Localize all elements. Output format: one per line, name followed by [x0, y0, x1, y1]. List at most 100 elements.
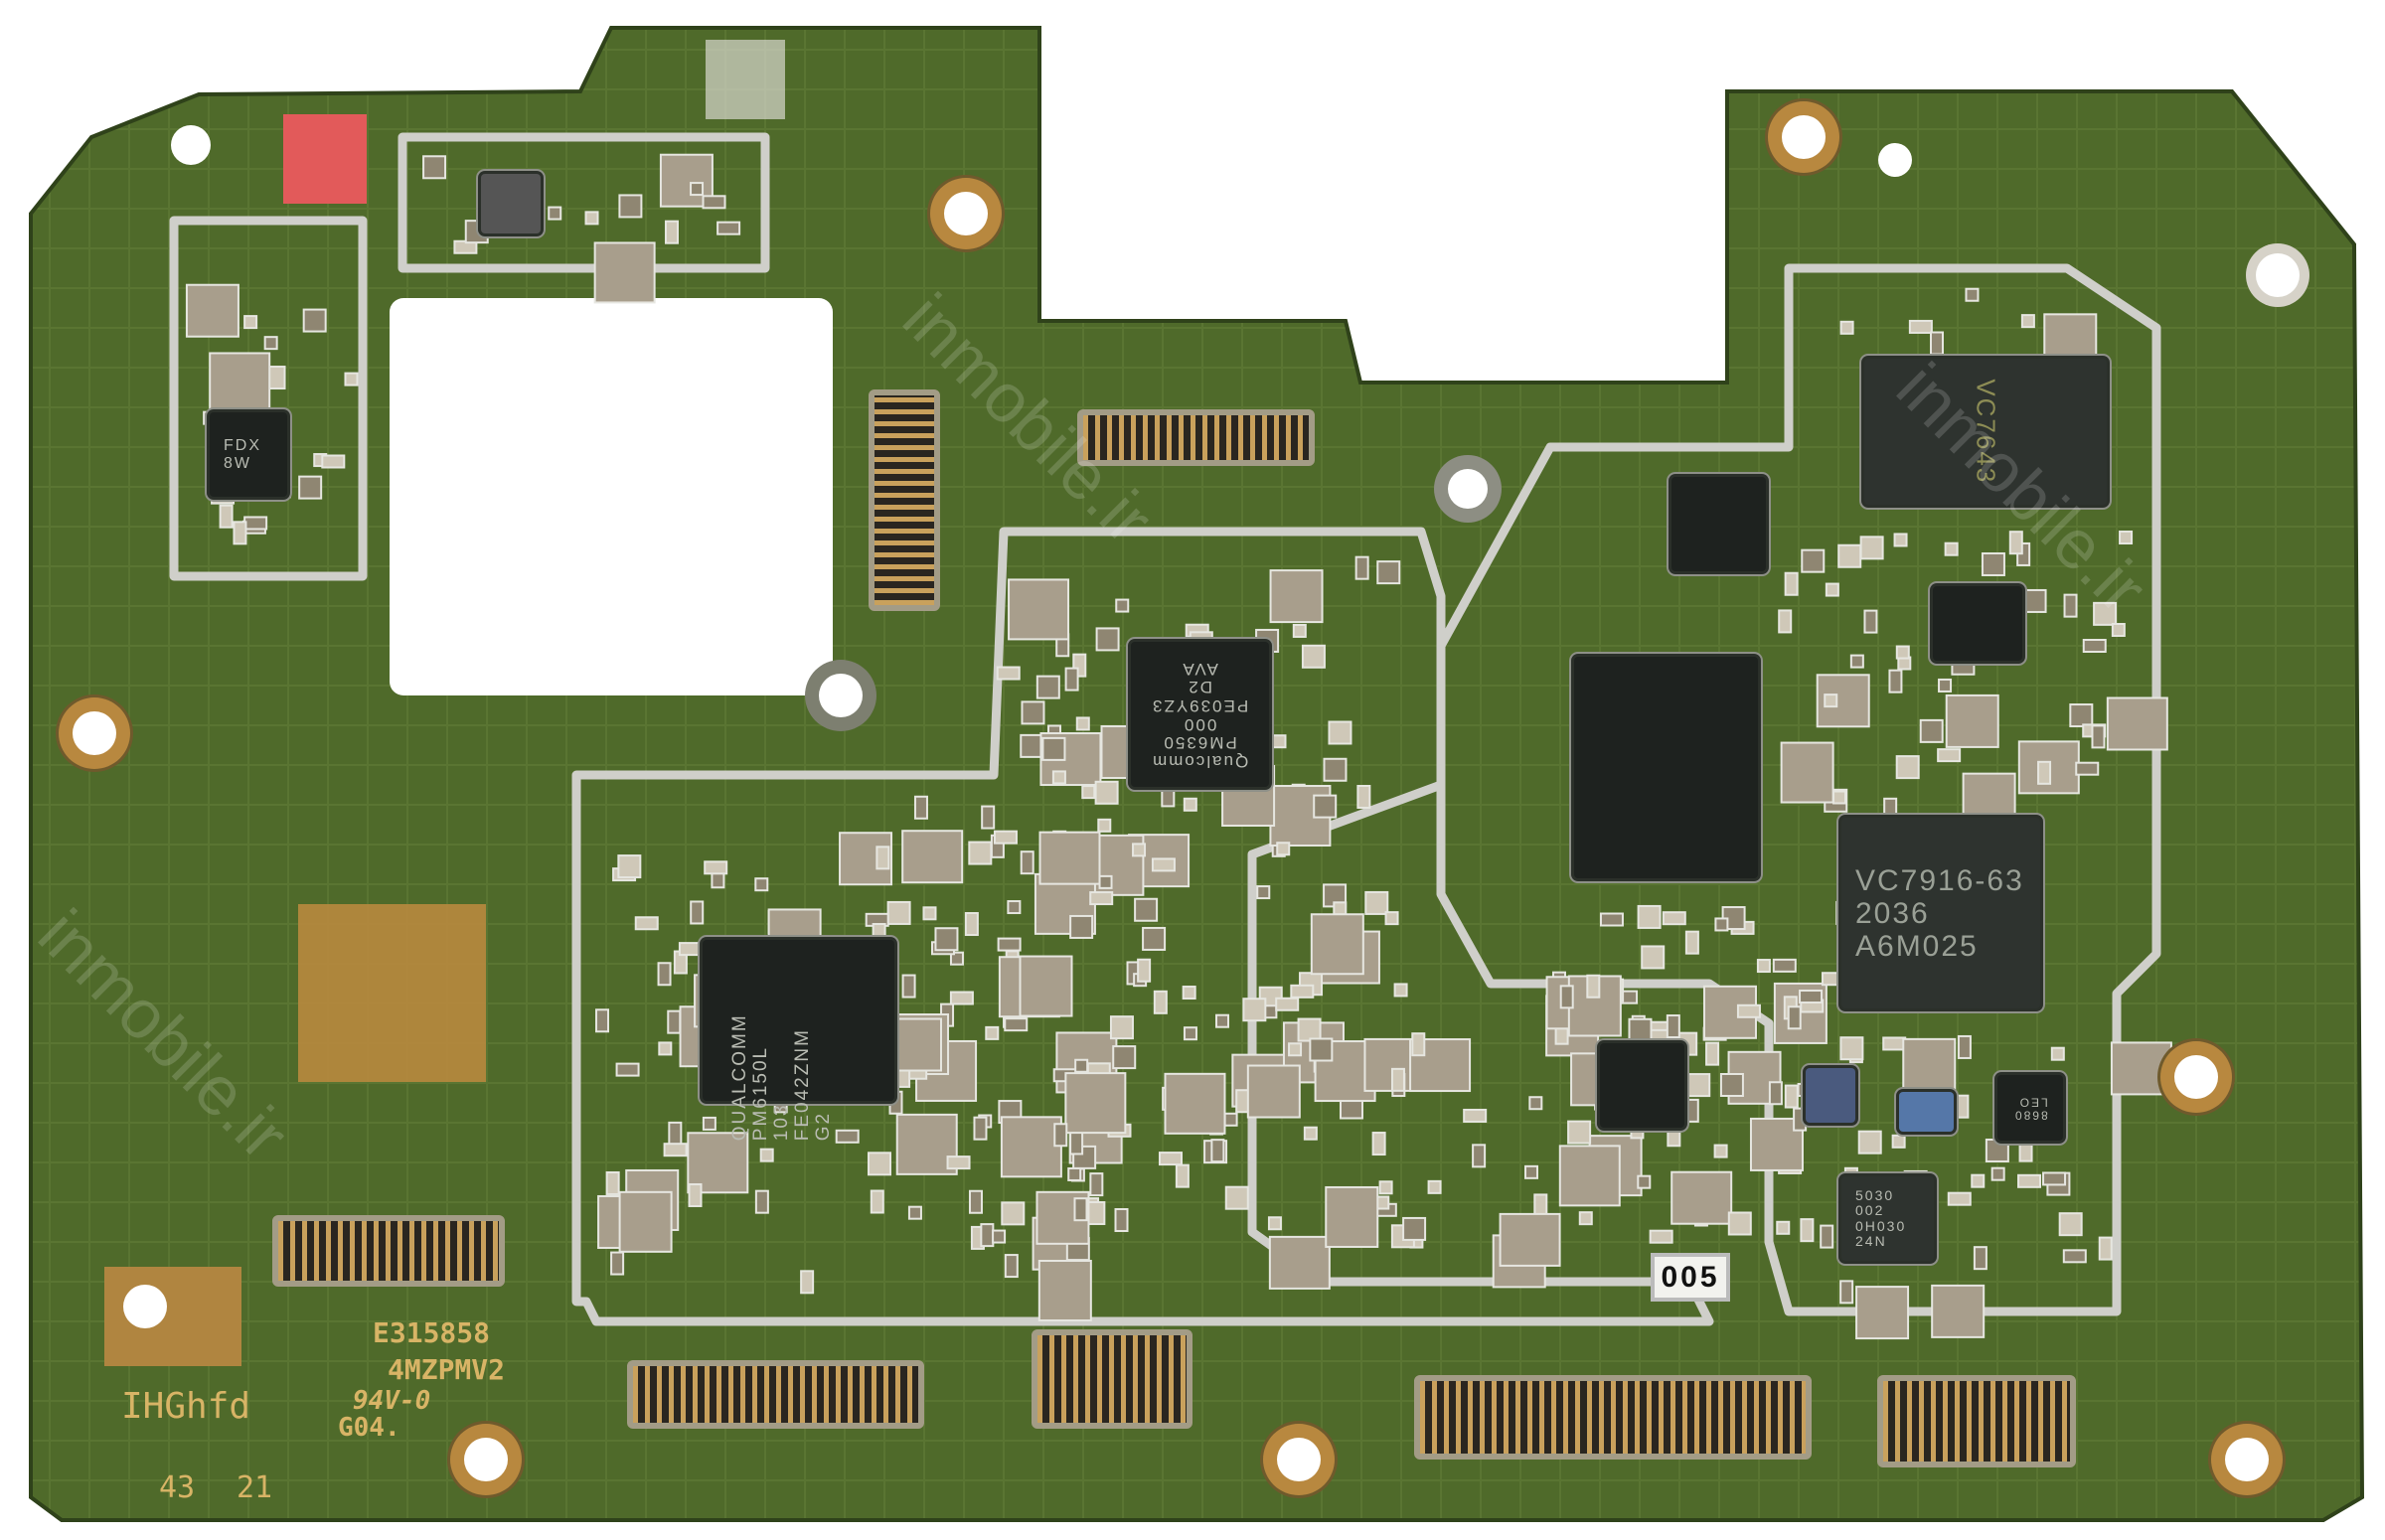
smd-component [1971, 1173, 1986, 1188]
smd-component [1269, 569, 1324, 624]
smd-component [1325, 1185, 1379, 1248]
mounting-hole [1448, 469, 1488, 509]
board-connector [869, 389, 940, 611]
mounting-hole [123, 1285, 167, 1328]
mounting-hole [2256, 253, 2300, 297]
smd-component [610, 1251, 625, 1276]
smd-component [1164, 1072, 1226, 1135]
smd-component [1578, 1211, 1593, 1226]
smd-component [1242, 998, 1267, 1022]
sticker-label: 005 [1651, 1253, 1730, 1302]
smd-component [1371, 1132, 1386, 1156]
shield-right [1436, 263, 2161, 1316]
smd-component [1784, 571, 1799, 596]
smd-component [1301, 644, 1326, 669]
smd-component [690, 182, 705, 197]
smd-component [1637, 904, 1662, 929]
smd-component [1109, 1015, 1134, 1040]
smd-component [1849, 654, 1864, 669]
smd-component [992, 1229, 1007, 1244]
smd-component [1275, 997, 1300, 1011]
board-connector [1414, 1375, 1812, 1460]
chip-small [1600, 1043, 1684, 1128]
chip-text: 000 [1183, 714, 1217, 734]
smd-component [2020, 314, 2035, 329]
smd-component [1973, 1246, 1988, 1271]
smd-component [1089, 891, 1114, 906]
smd-component [1132, 843, 1147, 857]
smd-component [1356, 784, 1371, 809]
smd-component [1985, 1138, 2009, 1162]
smd-component [1902, 1037, 1957, 1092]
chip-text: VC7916-63 [1855, 863, 2024, 897]
chip-fdx: FDX 8W [210, 412, 287, 497]
smd-component [1256, 885, 1271, 900]
smd-component [835, 1129, 860, 1144]
smd-component [618, 1190, 673, 1253]
smd-component [595, 1008, 610, 1033]
mounting-hole [1277, 1438, 1321, 1481]
smd-component [1097, 818, 1112, 833]
smd-component [1182, 986, 1196, 1001]
smd-component [1893, 533, 1908, 547]
smd-component [548, 206, 562, 221]
smd-component [302, 308, 327, 333]
smd-component [1313, 794, 1338, 819]
smd-component [1824, 693, 1838, 708]
mounting-hole [819, 674, 863, 717]
smd-component [968, 1189, 983, 1214]
chip-text: LEO [2017, 1095, 2048, 1109]
smd-component [1705, 1041, 1720, 1066]
smd-component [1074, 1058, 1089, 1073]
smd-component [1114, 1208, 1129, 1233]
smd-component [934, 927, 959, 952]
smd-component [1069, 1131, 1084, 1155]
smd-component [1662, 911, 1686, 926]
smd-component [1628, 1017, 1653, 1042]
smd-component [1859, 536, 1884, 560]
smd-component [997, 937, 1022, 952]
smd-component [1684, 1098, 1699, 1123]
chip-text: 24N [1855, 1232, 1887, 1249]
smd-component [1069, 914, 1094, 939]
smd-component [1931, 1284, 1986, 1338]
chip-small [1671, 477, 1766, 571]
smd-component [1328, 720, 1352, 745]
smd-component [1137, 958, 1152, 983]
smd-component [1891, 1134, 1906, 1149]
smd-component [1364, 890, 1389, 915]
chip-text: G2 [812, 1111, 834, 1142]
smd-component [1641, 945, 1666, 970]
smd-component [1839, 320, 1854, 335]
smd-component [1001, 1201, 1026, 1226]
smd-component [1021, 700, 1045, 725]
smd-component [1007, 900, 1022, 915]
chip-5030: 5030 002 0H030 24N [1841, 1176, 1934, 1261]
smd-component [1895, 645, 1910, 660]
smd-component [1390, 1067, 1405, 1092]
smd-component [1004, 1017, 1029, 1032]
smd-component [1427, 1179, 1442, 1194]
smd-component [2075, 761, 2100, 776]
smd-component [1947, 1191, 1972, 1206]
smd-component [615, 1062, 640, 1077]
smd-component [949, 991, 974, 1005]
smd-component [901, 974, 916, 999]
smd-component [1020, 733, 1044, 758]
smd-component [1756, 959, 1771, 974]
chip-cpu [1574, 657, 1758, 878]
chip-text: A6M025 [1855, 929, 1979, 963]
chip-text: QUALCOMM [728, 1013, 750, 1142]
smd-component [658, 1041, 673, 1056]
camera-cutout [390, 298, 833, 695]
smd-component [981, 805, 996, 830]
smd-component [1990, 1166, 2005, 1181]
smd-component [1882, 1036, 1907, 1051]
smd-component [1354, 555, 1369, 580]
smd-component [344, 372, 359, 386]
smd-component [1053, 1123, 1068, 1148]
smd-component [922, 906, 937, 921]
chip-text: 5030 [1855, 1186, 1895, 1203]
mounting-hole [171, 125, 211, 165]
board-connector [1077, 409, 1315, 466]
